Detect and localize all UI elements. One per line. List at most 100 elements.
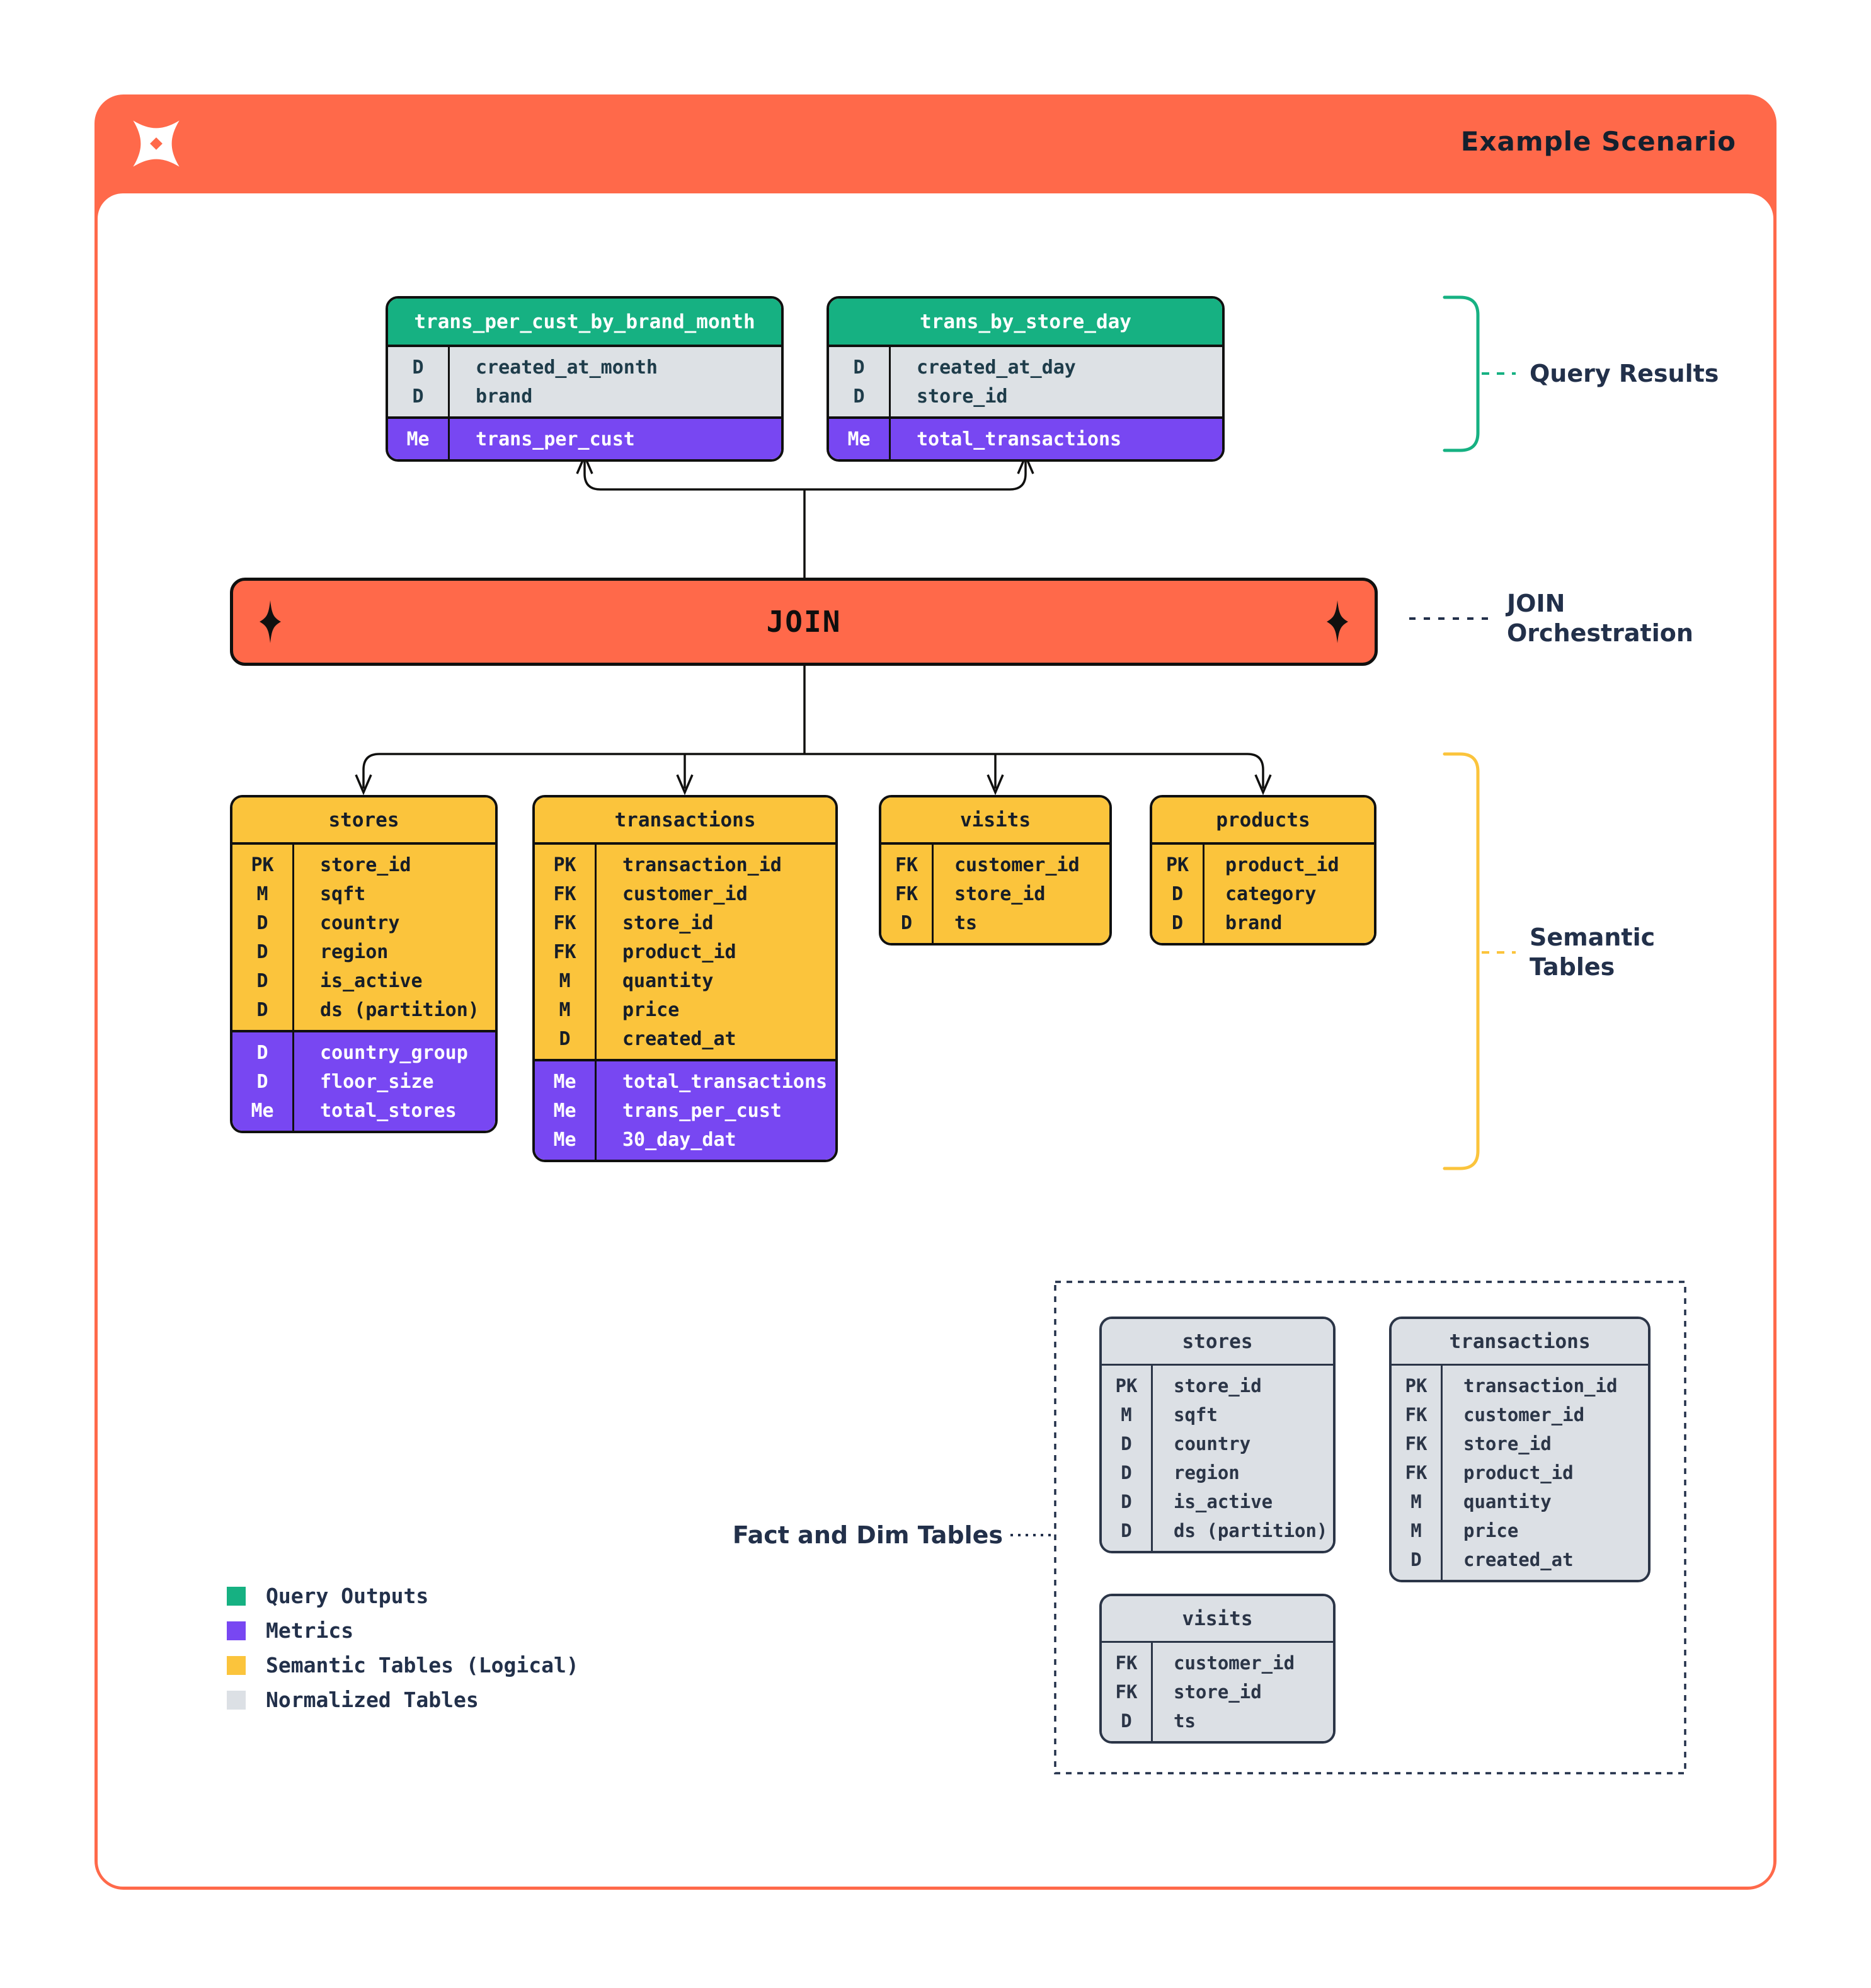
row-key-type: D [256, 911, 268, 934]
section-divider [829, 416, 1222, 419]
row-field-name: customer_id [954, 854, 1080, 876]
row-field-name: store_id [1174, 1681, 1262, 1703]
row-key-type: D [1171, 911, 1184, 934]
query-results-label: Query Results [1530, 360, 1719, 387]
row-key-type: D [256, 940, 268, 963]
row-key-type: FK [1405, 1433, 1428, 1454]
row-key-type: FK [1405, 1462, 1428, 1483]
row-key-type: D [256, 969, 268, 992]
row-key-type: M [559, 969, 571, 992]
row-key-type: D [412, 385, 424, 408]
row-field-name: region [1174, 1462, 1240, 1483]
row-field-name: created_at [1463, 1549, 1574, 1570]
row-key-type: FK [553, 940, 576, 963]
row-key-type: D [256, 998, 268, 1021]
row-key-type: PK [1115, 1375, 1138, 1397]
fact-and-dim-tables-label: Fact and Dim Tables [732, 1521, 1003, 1549]
row-field-name: store_id [1174, 1375, 1262, 1397]
row-field-name: brand [1225, 911, 1283, 934]
legend-item: Normalized Tables [227, 1682, 579, 1717]
table-title: stores [1102, 1319, 1333, 1366]
row-key-type: M [256, 883, 268, 905]
row-field-name: store_id [320, 854, 411, 876]
legend-label: Semantic Tables (Logical) [266, 1653, 579, 1677]
row-field-name: store_id [1463, 1433, 1552, 1454]
section-divider [388, 416, 781, 419]
row-key-type: FK [553, 883, 576, 905]
legend-label: Metrics [266, 1618, 354, 1643]
row-field-name: is_active [320, 969, 423, 992]
row-key-type: D [412, 356, 424, 379]
table-row: PK product_id [1152, 850, 1374, 879]
row-key-type: PK [553, 854, 576, 876]
legend-item: Metrics [227, 1613, 579, 1648]
legend-label: Normalized Tables [266, 1688, 479, 1712]
row-key-type: FK [895, 854, 918, 876]
join-orchestration-line2: Orchestration [1507, 619, 1693, 647]
row-field-name: ds (partition) [1174, 1520, 1328, 1541]
row-key-type: Me [553, 1099, 576, 1122]
table-title: transactions [535, 797, 835, 845]
legend-swatch [227, 1621, 246, 1640]
join-label: JOIN [766, 605, 842, 639]
row-field-name: customer_id [1463, 1404, 1585, 1425]
legend-item: Query Outputs [227, 1579, 579, 1613]
row-field-name: price [1463, 1520, 1519, 1541]
semantic-tables-line2: Tables [1530, 953, 1615, 981]
row-key-type: D [1121, 1710, 1132, 1732]
row-key-type: PK [1165, 854, 1189, 876]
row-field-name: customer_id [1174, 1652, 1295, 1674]
row-field-name: country [320, 911, 400, 934]
table-row: FK store_id [1392, 1429, 1648, 1458]
row-field-name: country_group [320, 1041, 468, 1064]
row-field-name: product_id [1225, 854, 1339, 876]
table-row: FK customer_id [881, 850, 1109, 879]
row-field-name: total_transactions [917, 428, 1122, 450]
row-field-name: quantity [622, 969, 714, 992]
page-title: Example Scenario [1460, 126, 1736, 157]
row-key-type: D [256, 1070, 268, 1093]
row-key-type: Me [251, 1099, 274, 1122]
section-divider [535, 1059, 835, 1061]
row-key-type: M [559, 998, 571, 1021]
row-field-name: 30_day_dat [622, 1128, 736, 1151]
row-key-type: D [1410, 1549, 1422, 1570]
join-orchestration-label: JOIN Orchestration [1507, 589, 1693, 648]
row-key-type: D [1121, 1520, 1132, 1541]
row-key-type: FK [1115, 1652, 1138, 1674]
row-key-type: PK [1405, 1375, 1428, 1397]
